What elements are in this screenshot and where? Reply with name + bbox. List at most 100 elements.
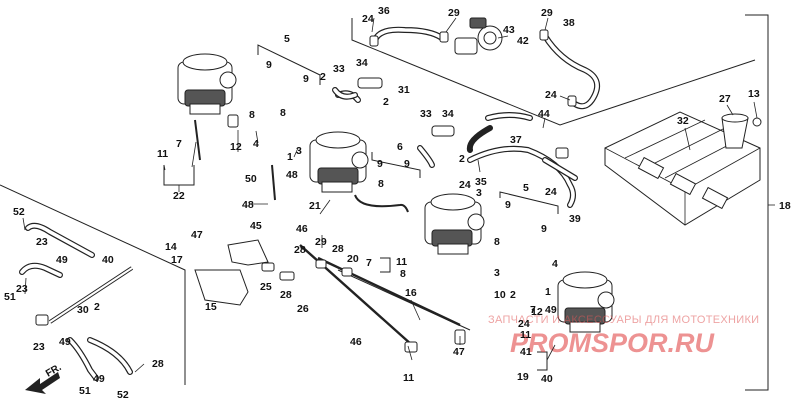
callout-label: 40 xyxy=(541,373,553,385)
callout-label: 26 xyxy=(297,303,309,315)
frame-lines xyxy=(0,14,775,391)
callout-label: 20 xyxy=(347,253,359,265)
callout-label: 11 xyxy=(396,256,407,268)
callout-label: 27 xyxy=(719,93,731,105)
carburetor-2 xyxy=(309,131,369,193)
callout-label: 28 xyxy=(152,358,164,370)
callout-label: 31 xyxy=(398,84,410,96)
callout-label: 7 xyxy=(530,304,536,316)
callout-label: 44 xyxy=(538,108,550,120)
callout-label: 8 xyxy=(400,268,406,280)
callout-label: 34 xyxy=(356,57,368,69)
callout-label: 11 xyxy=(157,148,168,160)
callout-label: 29 xyxy=(541,7,553,19)
middle-hoses xyxy=(332,77,493,153)
callout-label: 1 xyxy=(287,151,293,163)
leader-lines xyxy=(22,17,758,373)
callout-label: 8 xyxy=(378,178,384,190)
carburetor-1 xyxy=(177,53,237,115)
callout-label: 51 xyxy=(4,291,16,303)
callout-label: 38 xyxy=(563,17,575,29)
callout-label: 12 xyxy=(531,306,543,318)
callout-label: 30 xyxy=(77,304,89,316)
callout-label: 49 xyxy=(545,304,557,316)
callout-label: 28 xyxy=(332,243,344,255)
callout-label: 28 xyxy=(294,244,306,256)
callout-label: 3 xyxy=(494,267,500,279)
callout-label: 47 xyxy=(191,229,203,241)
callout-label: 23 xyxy=(36,236,48,248)
callout-label: 22 xyxy=(173,190,185,202)
callout-label: 2 xyxy=(94,301,100,313)
callout-label: 23 xyxy=(16,283,28,295)
callout-label: 2 xyxy=(510,289,516,301)
callout-label: 10 xyxy=(494,289,506,301)
carburetor-4 xyxy=(557,271,615,333)
callout-label: 45 xyxy=(250,220,262,232)
callout-label: 37 xyxy=(510,134,522,146)
callout-label: 47 xyxy=(453,346,465,358)
callout-label: 11 xyxy=(403,372,414,384)
callout-label: 23 xyxy=(33,341,45,353)
carburetor-3 xyxy=(424,193,485,255)
air-box xyxy=(604,111,762,226)
callout-label: 2 xyxy=(459,153,465,165)
callout-label: 33 xyxy=(333,63,345,75)
watermark: ЗАПЧАСТИ И АКСЕССУАРЫ ДЛЯ МОТОТЕХНИКИ PR… xyxy=(488,314,759,358)
linkage xyxy=(194,239,466,353)
callout-label: 25 xyxy=(260,281,272,293)
callout-label: 9 xyxy=(541,223,547,235)
callout-label: 3 xyxy=(296,145,302,157)
callout-label: 33 xyxy=(420,108,432,120)
callout-label: 46 xyxy=(350,336,362,348)
callout-label: 6 xyxy=(397,141,403,153)
callout-label: 16 xyxy=(405,287,417,299)
fr-arrow: FR. xyxy=(25,362,64,394)
callout-label: 49 xyxy=(59,336,71,348)
callout-label: 19 xyxy=(517,371,529,383)
callout-label: 7 xyxy=(176,138,182,150)
callout-label: 24 xyxy=(362,13,374,25)
callout-label: 11 xyxy=(520,329,531,341)
callout-label: 35 xyxy=(475,176,487,188)
callout-label: 46 xyxy=(296,223,308,235)
callout-label: 4 xyxy=(253,138,259,150)
callout-label: 12 xyxy=(230,141,242,153)
callout-label: 7 xyxy=(366,257,372,269)
callout-label: 18 xyxy=(779,200,791,212)
callout-label: 9 xyxy=(377,158,383,170)
callout-label: 52 xyxy=(117,389,129,401)
callout-label: 32 xyxy=(677,115,689,127)
callout-label: 24 xyxy=(545,186,557,198)
callout-label: 2 xyxy=(320,71,326,83)
callout-label: 21 xyxy=(309,200,321,212)
callout-label: 52 xyxy=(13,206,25,218)
callout-label: 48 xyxy=(286,169,298,181)
callout-label: 5 xyxy=(523,182,529,194)
callout-label: 41 xyxy=(520,346,532,358)
callout-label: 8 xyxy=(494,236,500,248)
callout-label: 9 xyxy=(404,158,410,170)
callout-label: 3 xyxy=(476,187,482,199)
callout-label: 29 xyxy=(315,236,327,248)
callout-label: 43 xyxy=(503,24,515,36)
callout-label: 39 xyxy=(569,213,581,225)
callout-label: 1 xyxy=(545,286,551,298)
breather-hoses xyxy=(369,17,601,110)
callout-label: 9 xyxy=(505,199,511,211)
callout-label: 15 xyxy=(205,301,217,313)
watermark-line1: ЗАПЧАСТИ И АКСЕССУАРЫ ДЛЯ МОТОТЕХНИКИ xyxy=(488,314,759,326)
callout-label: 28 xyxy=(280,289,292,301)
callout-label: 4 xyxy=(552,258,558,270)
callout-label: 24 xyxy=(545,89,557,101)
callout-label: 2 xyxy=(383,96,389,108)
callout-label: 49 xyxy=(93,373,105,385)
callouts: 24 36 29 43 42 29 38 24 5 9 9 33 34 2 31… xyxy=(4,5,791,401)
direction-label: FR. xyxy=(44,362,64,380)
callout-label: 8 xyxy=(249,109,255,121)
callout-label: 24 xyxy=(459,179,471,191)
callout-label: 14 xyxy=(165,241,177,253)
callout-label: 40 xyxy=(102,254,114,266)
callout-label: 51 xyxy=(79,385,91,397)
